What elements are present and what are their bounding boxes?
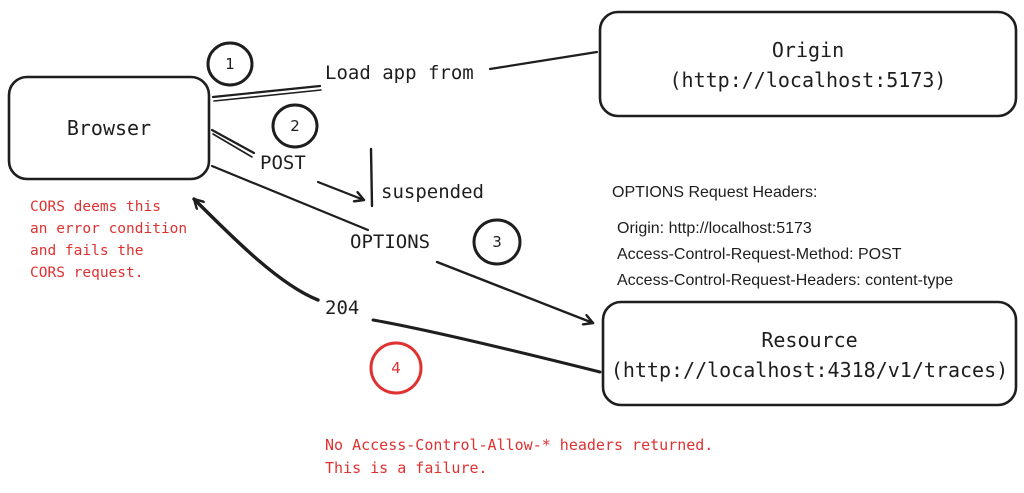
options-label: OPTIONS: [350, 231, 431, 253]
resource-label-url: (http://localhost:4318/v1/traces): [610, 358, 1009, 382]
cors-error-note: CORS deems this an error condition and f…: [30, 199, 188, 281]
suspended-bar: [369, 147, 374, 208]
origin-label-name: Origin: [771, 38, 845, 62]
post-label: POST: [260, 152, 306, 174]
browser-label: Browser: [66, 116, 152, 140]
step-3-number: 3: [492, 233, 502, 251]
step-2-circle: [271, 103, 319, 149]
resource-box: [601, 300, 1018, 407]
step-1-circle: [206, 41, 254, 87]
step-4-number: 4: [391, 359, 401, 377]
post-line: [210, 128, 256, 155]
options-headers-title: OPTIONS Request Headers:: [612, 184, 818, 201]
post-arrow: [316, 180, 364, 200]
origin-box: [598, 10, 1018, 118]
failure-note: No Access-Control-Allow-* headers return…: [325, 436, 714, 477]
origin-label: Origin (http://localhost:5173): [600, 35, 1016, 95]
step-2-number: 2: [290, 117, 300, 135]
step-1-number: 1: [225, 55, 235, 73]
origin-label-url: (http://localhost:5173): [669, 68, 947, 92]
suspended-label: suspended: [381, 181, 484, 203]
header-origin: Origin: http://localhost:5173: [617, 220, 812, 237]
header-request-headers: Access-Control-Request-Headers: content-…: [617, 272, 954, 289]
browser-box: [7, 75, 211, 181]
response-204-line: [371, 318, 602, 374]
load-app-line-right: [488, 50, 599, 71]
response-204-arrow: [192, 197, 320, 302]
status-204-label: 204: [325, 297, 360, 319]
resource-label: Resource (http://localhost:4318/v1/trace…: [603, 325, 1016, 385]
load-app-label: Load app from: [325, 62, 474, 84]
step-4-circle: [369, 341, 423, 395]
load-app-line-double: [213, 89, 322, 102]
post-line-double: [212, 133, 253, 158]
header-request-method: Access-Control-Request-Method: POST: [617, 246, 902, 263]
resource-label-name: Resource: [761, 328, 858, 352]
options-arrow: [435, 260, 595, 323]
load-app-line: [211, 84, 322, 99]
options-headers-list: Origin: http://localhost:5173 Access-Con…: [617, 216, 953, 294]
options-line: [210, 164, 370, 232]
step-3-circle: [472, 218, 522, 266]
